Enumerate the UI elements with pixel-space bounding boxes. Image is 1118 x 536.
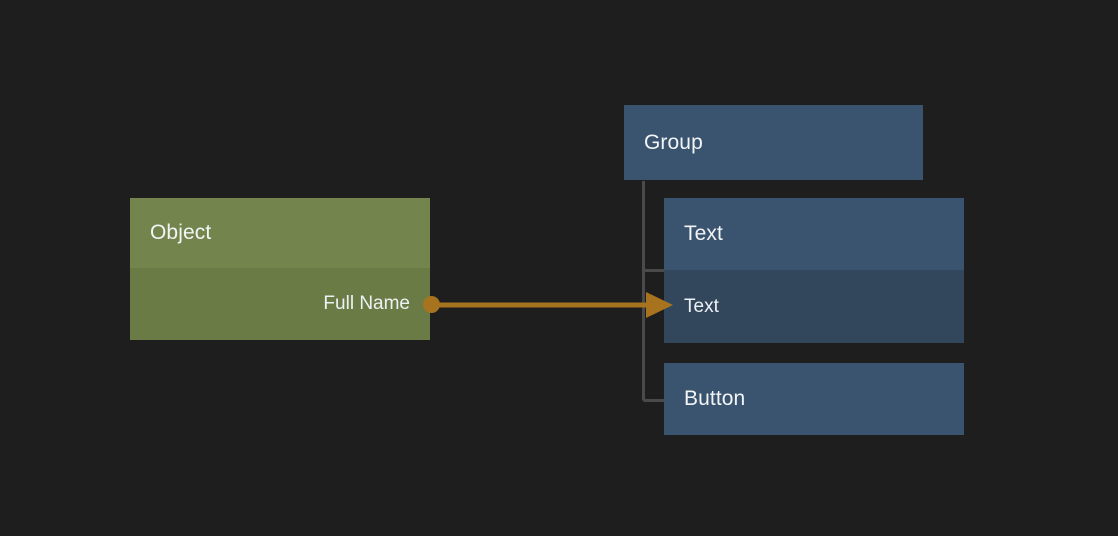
- port-label-full-name: Full Name: [323, 293, 410, 314]
- port-row-full-name[interactable]: Full Name: [130, 268, 430, 340]
- port-row-text-input[interactable]: Text: [664, 270, 964, 343]
- node-button[interactable]: Button: [664, 363, 964, 435]
- node-button-header[interactable]: Button: [664, 363, 964, 435]
- node-object-header[interactable]: Object: [130, 198, 430, 268]
- node-text[interactable]: Text Text: [664, 198, 964, 343]
- node-object-body: Full Name: [130, 268, 430, 340]
- node-text-title: Text: [684, 222, 723, 245]
- node-group-header[interactable]: Group: [624, 105, 923, 180]
- node-object-title: Object: [150, 221, 212, 244]
- node-group[interactable]: Group: [624, 105, 923, 180]
- socket-full-name-output[interactable]: [423, 296, 440, 313]
- node-text-body: Text: [664, 270, 964, 343]
- node-text-header[interactable]: Text: [664, 198, 964, 270]
- port-label-text-input: Text: [684, 295, 719, 317]
- node-object[interactable]: Object Full Name: [130, 198, 430, 340]
- node-button-title: Button: [684, 387, 746, 410]
- node-group-title: Group: [644, 130, 703, 154]
